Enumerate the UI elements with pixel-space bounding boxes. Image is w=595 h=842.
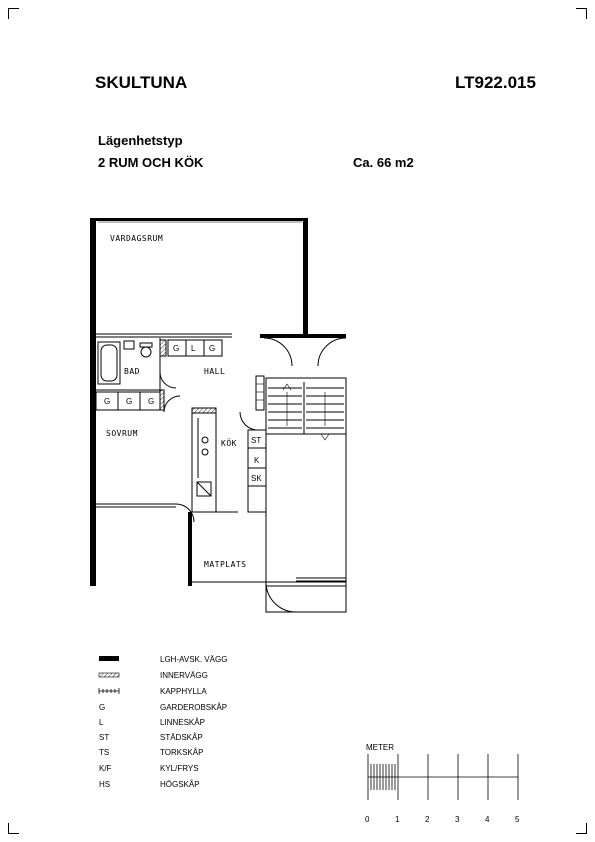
- crop-mark-bottom-right: [576, 823, 587, 834]
- legend-code-8: HS: [99, 780, 110, 789]
- scale-tick-2: 2: [425, 815, 430, 824]
- legend-symbol-coat-rack: [98, 688, 120, 694]
- sink-icon: [123, 340, 135, 350]
- scale-tick-5: 5: [515, 815, 520, 824]
- north-wall: [90, 218, 308, 221]
- apartment-area: Ca. 66 m2: [353, 155, 414, 170]
- legend-label-3: GARDEROBSKÅP: [160, 703, 227, 712]
- apartment-type-label: Lägenhetstyp: [98, 133, 183, 148]
- stair-door-swing: [317, 337, 347, 367]
- scale-tick-3: 3: [455, 815, 460, 824]
- room-label-bedroom: SOVRUM: [106, 429, 138, 438]
- entrance-door-swing: [263, 337, 293, 367]
- toilet-icon: [140, 346, 152, 358]
- coat-rack-icon: [255, 375, 265, 411]
- legend-label-1: INNERVÄGG: [160, 671, 208, 680]
- hall-closets: [167, 339, 223, 357]
- legend: LGH-AVSK. VÄGG INNERVÄGG KAPPHYLLA G GAR…: [98, 655, 227, 789]
- scale-title: METER: [366, 743, 394, 752]
- living-east-wall: [303, 218, 308, 336]
- legend-label-8: HÖGSKÅP: [160, 780, 200, 789]
- apartment-type-value: 2 RUM OCH KÖK: [98, 155, 204, 170]
- room-label-hall: HALL: [204, 367, 225, 376]
- drawing-code: LT922.015: [455, 73, 536, 92]
- legend-code-4: L: [99, 718, 104, 727]
- tag-kitchen-sk: SK: [251, 474, 262, 483]
- legend-label-0: LGH-AVSK. VÄGG: [160, 655, 227, 664]
- legend-code-7: K/F: [99, 764, 112, 773]
- scale-tick-4: 4: [485, 815, 490, 824]
- room-label-kitchen: KÖK: [221, 438, 237, 448]
- legend-label-4: LINNESKÅP: [160, 718, 205, 727]
- tag-hall-g2: G: [209, 344, 215, 353]
- project-title: SKULTUNA: [95, 73, 188, 92]
- room-label-living: VARDAGSRUM: [110, 234, 163, 243]
- tag-bed-g3: G: [148, 397, 154, 406]
- scale-tick-1: 1: [395, 815, 400, 824]
- legend-code-6: TS: [99, 748, 109, 757]
- scale-tick-0: 0: [365, 815, 370, 824]
- kitchen: [191, 407, 238, 513]
- tag-kitchen-k: K: [254, 456, 260, 465]
- bathtub-icon: [97, 341, 121, 385]
- legend-label-2: KAPPHYLLA: [160, 687, 207, 696]
- tag-hall-g1: G: [173, 344, 179, 353]
- tag-kitchen-st: ST: [251, 436, 261, 445]
- legend-symbol-thick-wall: [99, 656, 119, 661]
- legend-symbol-inner-wall: [98, 672, 120, 678]
- stair-north-wall: [260, 334, 346, 338]
- dining-west-wall: [188, 512, 192, 586]
- tag-bed-g1: G: [104, 397, 110, 406]
- scale-bar: METER 0 1 2 3 4 5: [365, 743, 520, 824]
- crop-mark-top-right: [576, 8, 587, 19]
- crop-mark-top-left: [8, 8, 19, 19]
- floor-plan: [90, 218, 347, 613]
- legend-label-6: TORKSKÅP: [160, 748, 203, 757]
- room-label-bath: BAD: [124, 367, 140, 376]
- tag-bed-g2: G: [126, 397, 132, 406]
- bath-door-swing: [159, 371, 177, 389]
- west-wall: [90, 218, 96, 586]
- tag-hall-l: L: [191, 344, 196, 353]
- room-label-dining: MATPLATS: [204, 560, 247, 569]
- balcony: [265, 581, 347, 613]
- bedroom-door-swing: [175, 503, 195, 523]
- legend-label-5: STÄDSKÅP: [160, 733, 203, 742]
- scale-subdivisions: [370, 764, 396, 790]
- staircase: [265, 377, 347, 587]
- legend-code-3: G: [99, 703, 105, 712]
- legend-code-5: ST: [99, 733, 109, 742]
- legend-label-7: KYL/FRYS: [160, 764, 199, 773]
- crop-mark-bottom-left: [8, 823, 19, 834]
